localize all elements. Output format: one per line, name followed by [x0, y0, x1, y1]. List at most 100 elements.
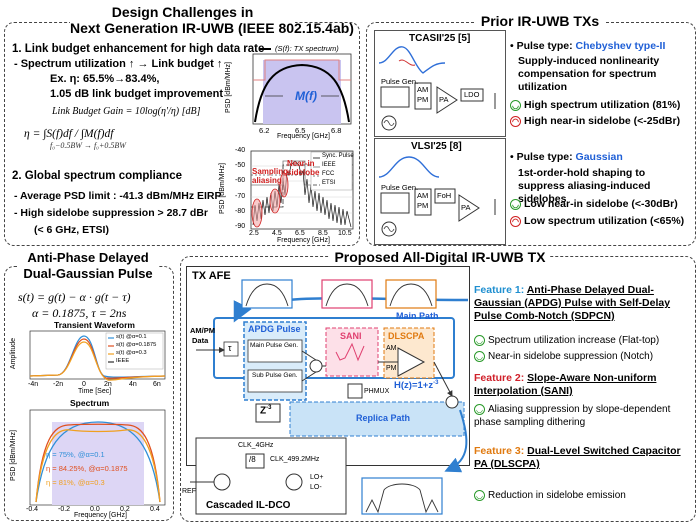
prior-b3-text: High spectrum utilization (81%)	[524, 99, 681, 111]
spec-thumb-1-curve	[245, 283, 289, 307]
tx-afe-label: TX AFE	[192, 270, 231, 282]
wave-xt2: -2n	[53, 381, 64, 388]
apdg-eq1: s(t) = g(t) − α · g(t − τ)	[18, 290, 131, 304]
ann-sampling: Sampling aliasing	[252, 167, 289, 185]
eq-gain-text: Link Budget Gain = 10log(η'/η) [dB]	[52, 106, 201, 117]
sub-gen-label: Sub Pulse Gen.	[252, 372, 298, 379]
prior-b8: ◠Low spectrum utilization (<65%)	[510, 215, 684, 227]
spec-thumb-3-curve	[389, 283, 433, 307]
z3-sup: -3	[266, 405, 272, 411]
vlsi-pa-label: PA	[461, 203, 471, 212]
f1-b1: ◡Spectrum utilization increase (Flat-top…	[474, 335, 659, 346]
feature1: Feature 1: Anti-Phase Delayed Dual-Gauss…	[474, 284, 671, 322]
ref-label: REF	[182, 488, 196, 495]
smile-icon: ◡	[510, 198, 521, 210]
sf-curve	[254, 63, 350, 123]
data-label: Data	[192, 336, 209, 345]
tcas-sine	[383, 120, 395, 126]
spec-thumb-1	[241, 279, 293, 309]
dco-label: Cascaded IL-DCO	[206, 500, 291, 511]
f1-label: Feature 1	[474, 284, 521, 296]
spec-xt3: 0.0	[90, 506, 100, 513]
tx-xtick-2: 6.5	[295, 126, 306, 135]
prior-b2: Supply-induced nonlinearity compensation…	[518, 55, 660, 93]
proposed-title: Proposed All-Digital IR-UWB TX	[330, 249, 550, 265]
z3-box	[255, 403, 281, 423]
div8-box	[245, 453, 265, 469]
eta2: η = 84.25%, @α=0.1875	[46, 464, 128, 473]
item2: 2. Global spectrum compliance	[12, 170, 182, 182]
wave-xt5: 4n	[129, 381, 137, 388]
transient-chart: Transient Waveform s(t) @α=0.1 s(t) @α=0…	[8, 320, 170, 396]
f1-b2-text: Near-in sidelobe suppression (Notch)	[488, 351, 654, 363]
pa-am: AM	[386, 345, 397, 352]
main-path-label: Main Path	[396, 311, 439, 321]
sync-leg-1: Sync. Pulse	[322, 153, 354, 159]
vlsi-ampm	[414, 188, 432, 216]
prior-b1-label: Pulse type:	[516, 40, 576, 52]
sync-ytick-1: -40	[235, 147, 246, 154]
vlsi-foh	[434, 188, 456, 204]
sync-ytick-5: -80	[235, 208, 246, 215]
dco-osc-2	[285, 473, 303, 491]
prior-b1: • Pulse type: Chebyshev type-II	[510, 40, 666, 52]
tcas-pulsegen	[380, 86, 410, 108]
design-title-line2: Next Generation IR-UWB (IEEE 802.15.4ab)	[70, 20, 354, 36]
cheby-wave2	[398, 59, 416, 66]
spec-a3	[35, 429, 161, 503]
prior-b4-text: High near-in sidelobe (<-25dBr)	[524, 115, 681, 127]
spec-xt2: -0.2	[58, 506, 71, 513]
item2a: - Average PSD limit : -41.3 dBm/MHz EIRP	[14, 190, 222, 202]
tcas-ldo-label: LDO	[464, 90, 480, 99]
prior-b1-val: Chebyshev type-II	[575, 40, 666, 52]
apdg-pulse-label: APDG Pulse	[248, 324, 301, 334]
transient-svg	[29, 330, 166, 381]
out-sum	[445, 395, 459, 409]
f3-text: Dual-Level Switched Capacitor PA (DLSCPA…	[474, 445, 681, 470]
sync-ytick-3: -60	[235, 177, 246, 184]
item1a: - Spectrum utilization ↑ → Link budget ↑	[14, 58, 223, 70]
tcas-block: TCASII'25 [5] Pulse Gen. AM PM PA LDO	[374, 30, 506, 137]
apdg-title-1: Anti-Phase Delayed	[27, 250, 149, 265]
apdg-title: Anti-Phase Delayed Dual-Gaussian Pulse	[18, 250, 158, 282]
prior-title: Prior IR-UWB TXs	[475, 13, 605, 29]
eta3: η = 81%, @α=0.3	[46, 478, 105, 487]
gauss-wave	[378, 156, 440, 178]
tcas-svg	[378, 46, 496, 131]
tcas-am: AM	[417, 85, 429, 94]
prior-b3: ◡High spectrum utilization (81%)	[510, 99, 680, 111]
phmux-box	[347, 383, 363, 399]
sani-curve	[335, 342, 365, 362]
alias-ellipse-2	[269, 188, 281, 214]
clk4-label: CLK_4GHz	[238, 442, 274, 449]
spectrum-chart: Spectrum η = 75%, @α=0.1 η = 84.25%, @α=…	[8, 398, 170, 519]
spectrum-svg	[29, 409, 166, 506]
vlsi-pa	[458, 194, 480, 222]
hz-label: H(z)=1+z-3	[394, 380, 438, 391]
vlsi-pm: PM	[417, 201, 429, 210]
feature3: Feature 3: Dual-Level Switched Capacitor…	[474, 445, 681, 470]
vlsi-pulsegen	[380, 192, 410, 214]
prior-b8-text: Low spectrum utilization (<65%)	[524, 215, 685, 227]
spec-thumb-4-curve	[365, 483, 439, 514]
sync-xtick-4: 8.5	[318, 230, 328, 237]
dlscpa-box	[383, 327, 435, 379]
f3-label: Feature 3	[474, 445, 521, 457]
tcas-label: TCASII'25 [5]	[409, 33, 471, 44]
tau-label: τ	[228, 343, 232, 353]
prior-b7-text: Low near-in sidelobe (<-30dBr)	[524, 198, 678, 210]
vlsi-sine	[383, 226, 395, 232]
nearin-ellipse	[279, 172, 289, 198]
spec-xt5: 0.4	[150, 506, 160, 513]
wave-a3	[29, 341, 166, 381]
sync-ytick-2: -50	[235, 162, 246, 169]
f3-b1-text: Reduction in sidelobe emission	[488, 490, 626, 502]
apdg-title-2: Dual-Gaussian Pulse	[23, 266, 153, 281]
wave-leg2: s(t) @α=0.1875	[116, 342, 157, 348]
feature2: Feature 2: Slope-Aware Non-uniform Inter…	[474, 372, 657, 397]
design-title-line1: Design Challenges in	[111, 4, 254, 20]
dlscpa-label: DLSCPA	[388, 331, 425, 341]
spec-a1	[35, 421, 161, 503]
wave-leg3: s(t) @α=0.3	[116, 350, 147, 356]
